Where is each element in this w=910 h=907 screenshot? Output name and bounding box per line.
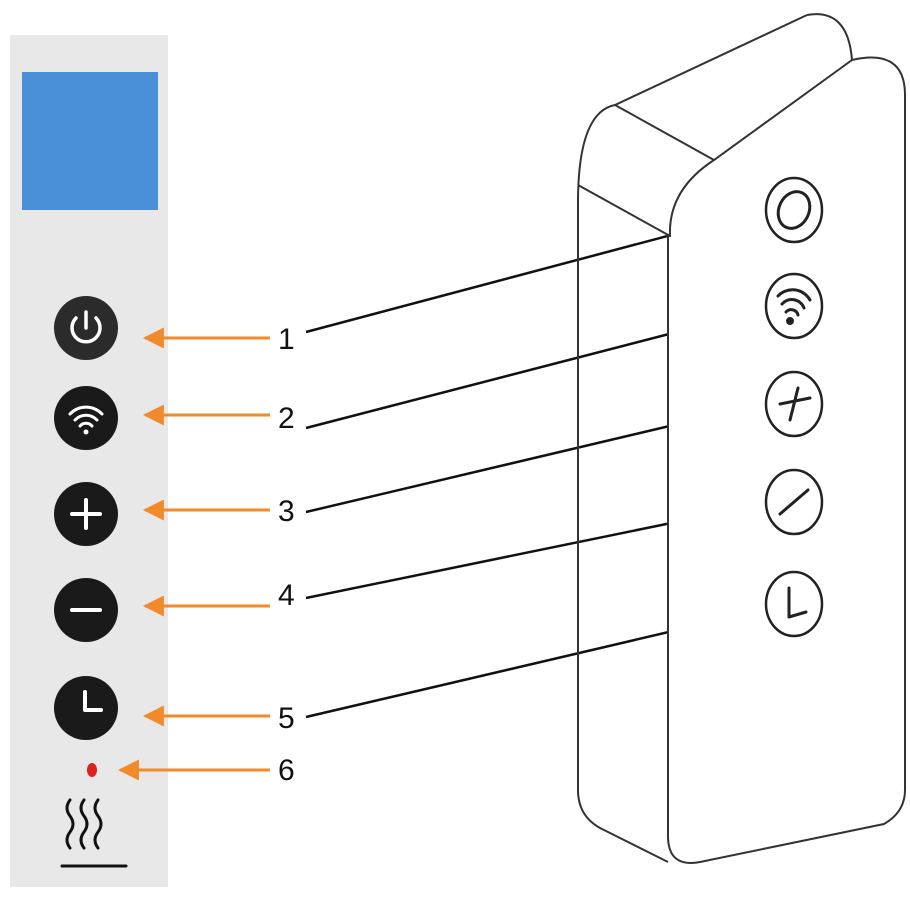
wifi-icon bbox=[68, 405, 104, 435]
remote-top-front-edge bbox=[577, 184, 671, 237]
panel-minus-button[interactable] bbox=[54, 578, 118, 642]
remote-face bbox=[667, 56, 906, 864]
callout-1: 1 bbox=[278, 323, 295, 356]
callout-5: 5 bbox=[278, 702, 295, 735]
panel-power-button[interactable] bbox=[54, 296, 118, 360]
remote-top-inner-edge bbox=[614, 104, 715, 161]
panel-timer-button[interactable] bbox=[54, 676, 118, 740]
plus-icon bbox=[70, 498, 102, 530]
remote-timer-button[interactable] bbox=[764, 570, 824, 638]
callout-2: 2 bbox=[278, 402, 295, 435]
panel-plus-button[interactable] bbox=[54, 482, 118, 546]
display-screen bbox=[22, 72, 158, 210]
callout-6: 6 bbox=[278, 754, 295, 787]
minus-icon bbox=[778, 488, 810, 516]
red-led-dot bbox=[87, 763, 97, 777]
orange-arrows bbox=[117, 327, 270, 781]
callout-4: 4 bbox=[278, 579, 295, 612]
heat-waves-icon bbox=[60, 798, 128, 868]
power-icon bbox=[70, 310, 102, 344]
remote-side-top-edge bbox=[577, 14, 808, 204]
wifi-icon bbox=[776, 288, 812, 325]
remote-power-button[interactable] bbox=[764, 176, 824, 244]
remote-plus-button[interactable] bbox=[764, 370, 824, 438]
panel-wifi-button[interactable] bbox=[54, 386, 118, 450]
clock-icon bbox=[83, 690, 103, 712]
remote-wifi-button[interactable] bbox=[764, 272, 824, 340]
remote-top-back-edge bbox=[806, 13, 853, 61]
remote-side-front-edge bbox=[577, 203, 669, 863]
remote-minus-button[interactable] bbox=[764, 468, 824, 536]
power-ring-icon bbox=[776, 190, 812, 230]
letter-l-icon bbox=[787, 586, 808, 619]
plus-icon bbox=[778, 386, 812, 422]
callout-3: 3 bbox=[278, 495, 295, 528]
remote-control bbox=[577, 13, 906, 864]
